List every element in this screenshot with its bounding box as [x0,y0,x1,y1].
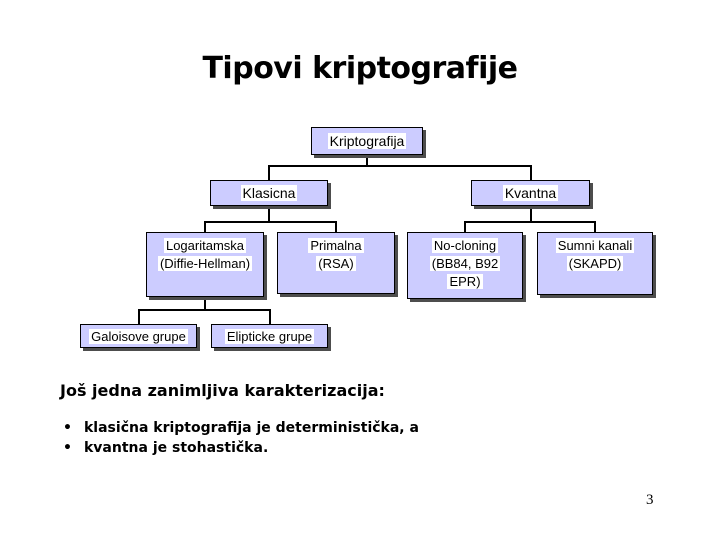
tree-node-no-cloning: No-cloning (BB84, B92 EPR) [407,232,523,299]
tree-node-galoisove-grupe: Galoisove grupe [80,324,197,348]
connector-line [204,221,336,223]
slide-title: Tipovi kriptografije [202,51,518,86]
tree-node-primalna: Primalna (RSA) [277,232,395,294]
tree-node-elipticke-grupe: Elipticke grupe [211,324,328,348]
connector-line [268,206,270,223]
connector-line [464,221,466,233]
node-label: Kriptografija [327,133,407,149]
connector-line [138,309,270,311]
bullet-text: klasična kriptografija je determinističk… [84,420,419,436]
bullet-marker: • [63,439,72,456]
lead-text: Još jedna zanimljiva karakterizacija: [60,381,385,400]
tree-node-kvantna: Kvantna [471,180,590,206]
bullet-item: • kvantna je stohastička. [63,439,419,459]
node-label: (SKAPD) [566,256,624,271]
connector-line [530,206,532,223]
bullet-marker: • [63,420,72,436]
tree-node-klasicna: Klasicna [210,180,328,206]
connector-line [464,221,595,223]
tree-node-sumni-kanali: Sumni kanali (SKAPD) [537,232,653,295]
node-label: Galoisove grupe [89,328,188,344]
tree-node-kriptografija: Kriptografija [311,127,423,155]
bullet-text: kvantna je stohastička. [84,439,269,456]
connector-line [268,165,270,181]
node-label: Elipticke grupe [224,328,315,344]
node-label: (RSA) [316,256,356,271]
node-label: EPR) [447,274,483,289]
connector-line [530,165,532,181]
connector-line [269,309,271,325]
node-label: Sumni kanali [555,238,635,253]
connector-line [268,165,531,167]
bullet-list: • klasična kriptografija je deterministi… [63,419,419,458]
connector-line [594,221,596,233]
node-label: Klasicna [240,185,298,201]
connector-line [138,309,140,325]
connector-line [335,221,337,233]
node-label: (Diffie-Hellman) [157,256,253,271]
page-number: 3 [646,492,654,508]
connector-line [204,221,206,233]
node-label: (BB84, B92 [429,256,501,271]
node-label: Kvantna [502,185,559,201]
tree-node-logaritamska: Logaritamska (Diffie-Hellman) [146,232,264,297]
bullet-item: • klasična kriptografija je deterministi… [63,419,419,439]
connector-line [204,297,206,311]
node-label: Logaritamska [163,238,247,253]
node-label: No-cloning [431,238,499,253]
node-label: Primalna [308,238,364,253]
connector-line [366,155,368,167]
